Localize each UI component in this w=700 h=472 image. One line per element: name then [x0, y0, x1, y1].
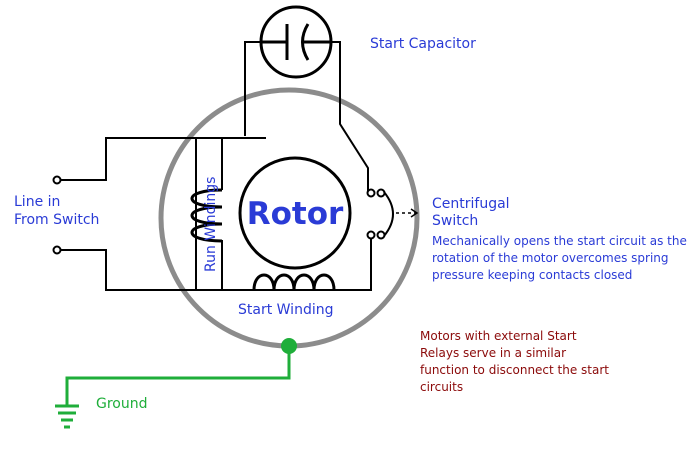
- capacitor-wiring: [244, 41, 369, 192]
- start-winding-label: Start Winding: [238, 302, 333, 318]
- ground-symbol: [55, 404, 79, 429]
- relay-note-line: circuits: [420, 380, 463, 394]
- run-windings-coil: [190, 188, 223, 243]
- rotor-circle: [238, 156, 352, 270]
- centrifugal-switch-label-1: Centrifugal: [432, 196, 510, 212]
- rotor-label: Rotor: [247, 196, 344, 232]
- line-in-wiring: [52, 137, 372, 291]
- centrifugal-description-line: Mechanically opens the start circuit as …: [432, 234, 687, 248]
- centrifugal-description-line: rotation of the motor overcomes spring: [432, 251, 669, 265]
- start-capacitor-symbol: [259, 5, 333, 79]
- ground-label: Ground: [96, 396, 148, 412]
- start-winding-coil: [252, 273, 336, 291]
- centrifugal-description-line: pressure keeping contacts closed: [432, 268, 632, 282]
- relay-note-line: function to disconnect the start: [420, 363, 609, 377]
- line-in-label-2: From Switch: [14, 212, 99, 228]
- ground-wiring: [65, 338, 297, 405]
- start-capacitor-label: Start Capacitor: [370, 36, 476, 52]
- line-in-label-1: Line in: [14, 194, 60, 210]
- centrifugal-switch-symbol: [366, 188, 419, 290]
- run-windings-label: Run Windings: [203, 177, 219, 272]
- relay-note-line: Motors with external Start: [420, 329, 577, 343]
- ground-connection-dot: [281, 338, 297, 354]
- relay-note-line: Relays serve in a similar: [420, 346, 566, 360]
- centrifugal-switch-label-2: Switch: [432, 213, 478, 229]
